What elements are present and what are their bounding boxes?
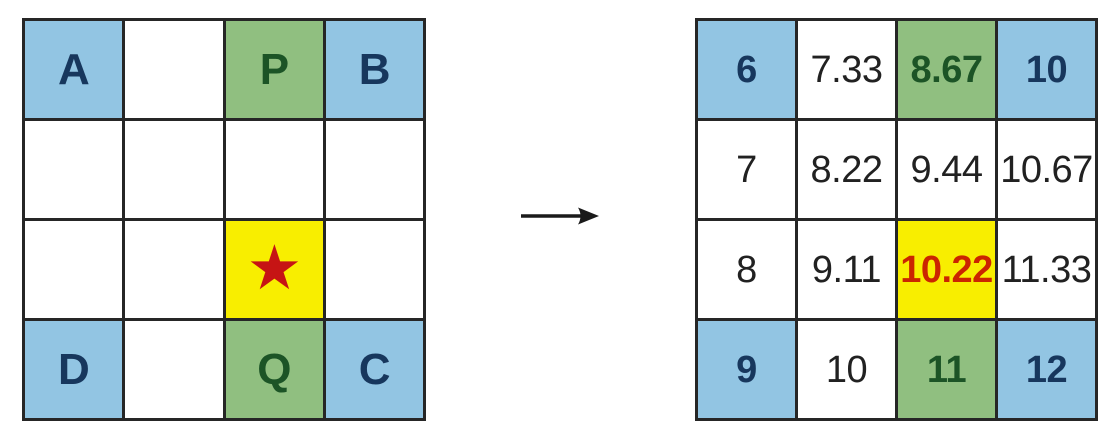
grid-cell: 10 (798, 321, 895, 418)
grid-cell: C (325, 321, 423, 418)
grid-cell (325, 121, 423, 218)
grid-cell: 10 (998, 21, 1095, 118)
grid-cell: A (25, 21, 123, 118)
grid-cell: 9.44 (898, 121, 995, 218)
star-icon: ★ (246, 230, 303, 304)
grid-cell (125, 21, 223, 118)
grid-cell: P (225, 21, 323, 118)
grid-cell: 9.11 (798, 221, 895, 318)
grid-cell: 8.67 (898, 21, 995, 118)
grid-cell: 10.67 (998, 121, 1095, 218)
grid-cell (25, 121, 123, 218)
grid-cell: 10.22 (898, 221, 995, 318)
grid-cell: 7.33 (798, 21, 895, 118)
grid-cell: 9 (698, 321, 795, 418)
grid-cell: 12 (998, 321, 1095, 418)
grid-cell: 11.33 (998, 221, 1095, 318)
grid-cell (225, 121, 323, 218)
grid-cell: Q (225, 321, 323, 418)
grid-cell (325, 221, 423, 318)
grid-cell: ★ (225, 221, 323, 318)
grid-cell: 8.22 (798, 121, 895, 218)
grid-cell: D (25, 321, 123, 418)
grid-cell: B (325, 21, 423, 118)
arrow-icon (518, 202, 602, 230)
grid-cell: 11 (898, 321, 995, 418)
grid-cell: 6 (698, 21, 795, 118)
grid-cell (125, 121, 223, 218)
grid-cell (25, 221, 123, 318)
grid-cell (125, 221, 223, 318)
grid-cell (125, 321, 223, 418)
grid-cell: 8 (698, 221, 795, 318)
grid-cell: 7 (698, 121, 795, 218)
